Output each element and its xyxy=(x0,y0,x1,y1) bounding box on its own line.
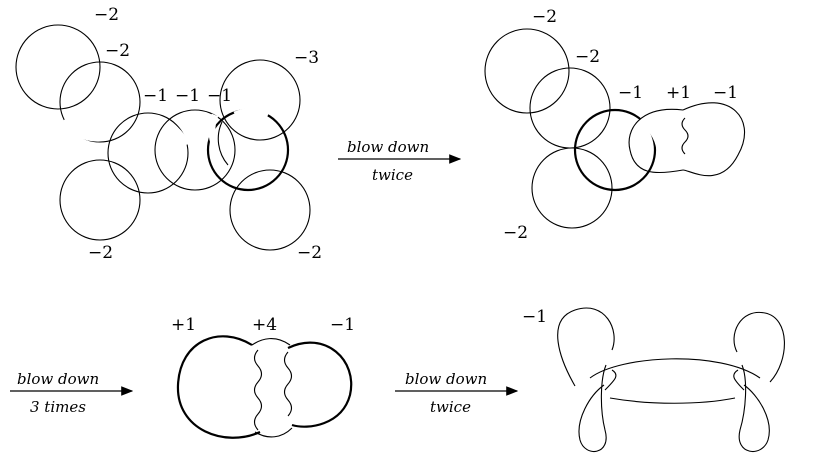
loop-d3-middle xyxy=(251,338,293,438)
loop-d2-left xyxy=(628,108,684,174)
label-d1-left-3: −1 xyxy=(143,86,168,106)
unknot-d2-left-2 xyxy=(529,67,611,149)
label-d1-center-right: −1 xyxy=(207,86,232,106)
unknot-top-left xyxy=(15,24,101,110)
arrow-1: blow down twice xyxy=(338,138,462,184)
label-d1-top-right: −3 xyxy=(294,48,319,68)
arrow-3: blow down twice xyxy=(395,370,519,416)
knot-right-crossing xyxy=(733,369,745,391)
label-d3-middle: +4 xyxy=(252,315,277,335)
label-d1-top-left: −2 xyxy=(94,5,119,25)
arrow-2-bottom-label: 3 times xyxy=(30,398,86,416)
arrow-2: blow down 3 times xyxy=(10,370,134,416)
arrow-1-top-label: blow down xyxy=(347,138,429,156)
label-d4: −1 xyxy=(522,307,547,327)
label-d1-bottom-left: −2 xyxy=(88,243,113,263)
diagram-2-link: −2 −2 −1 +1 −1 −2 xyxy=(484,7,746,243)
arrow-2-top-label: blow down xyxy=(17,370,99,388)
unknot-bottom-right xyxy=(229,169,311,251)
unknot-d2-top xyxy=(484,28,570,114)
label-d1-left-2: −2 xyxy=(105,41,130,61)
unknot-center xyxy=(154,109,236,191)
twist-d3-left xyxy=(253,349,263,431)
unknot-left-3 xyxy=(107,112,189,194)
unknot-d2-bottom xyxy=(531,147,613,229)
knot-right-upper-loop xyxy=(733,311,785,383)
diagram-3-link: +1 +4 −1 xyxy=(171,315,355,439)
unknot-left-2 xyxy=(59,61,141,143)
label-d2-center: −1 xyxy=(618,83,643,103)
diagram-4-knot: −1 xyxy=(522,307,785,453)
twist-d2 xyxy=(681,117,689,155)
arrow-3-top-label: blow down xyxy=(405,370,487,388)
knot-right-lower-loop xyxy=(738,364,770,453)
arrow-1-bottom-label: twice xyxy=(372,166,413,184)
knot-left-upper-loop xyxy=(557,307,615,387)
unknot-bottom-left xyxy=(59,159,141,241)
loop-d3-right xyxy=(287,341,353,428)
label-d2-plus-one: +1 xyxy=(666,83,691,103)
knot-left-lower-loop xyxy=(578,364,607,453)
label-d1-bottom-right: −2 xyxy=(297,243,322,263)
knot-middle-arc xyxy=(609,397,736,404)
loop-d2-right xyxy=(682,102,746,177)
label-d2-bottom: −2 xyxy=(503,223,528,243)
unknot-top-right xyxy=(219,59,301,141)
label-d3-right: −1 xyxy=(330,315,355,335)
label-d3-left: +1 xyxy=(171,315,196,335)
knot-left-crossing xyxy=(604,369,617,391)
label-d2-left-2: −2 xyxy=(575,47,600,67)
diagram-1-link: −2 −2 −1 −1 −1 −3 −2 −2 xyxy=(15,5,322,263)
loop-d3-left xyxy=(176,335,261,439)
label-d1-center: −1 xyxy=(175,86,200,106)
arrow-3-bottom-label: twice xyxy=(430,398,471,416)
twist-d3-right xyxy=(283,351,293,417)
label-d2-top: −2 xyxy=(532,7,557,27)
unknot-d2-center xyxy=(573,108,657,192)
label-d2-right: −1 xyxy=(713,83,738,103)
